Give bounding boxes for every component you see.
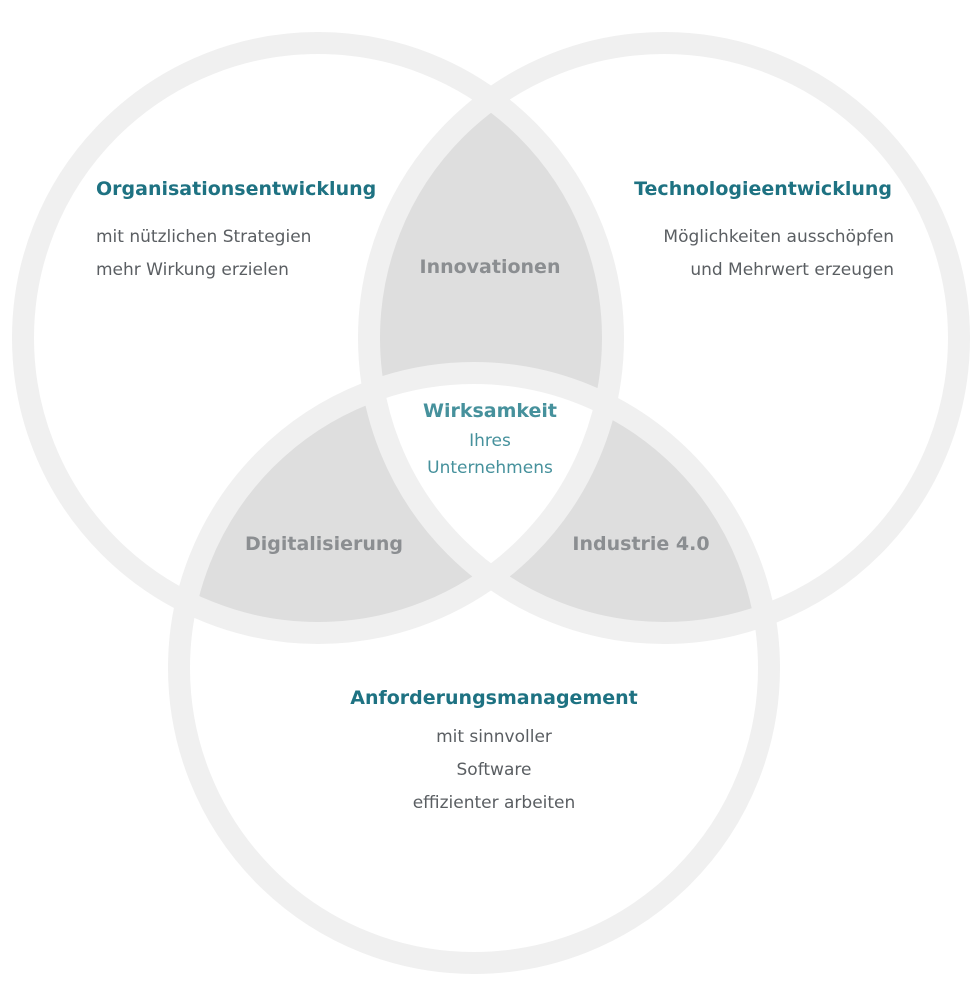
anforderung-description: mit sinnvoller Software effizienter arbe… bbox=[294, 721, 694, 820]
technologie-line-1: Möglichkeiten ausschöpfen bbox=[663, 227, 894, 247]
center-description: Ihres Unternehmens bbox=[390, 428, 590, 482]
organisation-title: Organisationsentwicklung bbox=[96, 178, 377, 200]
anforderung-line-1: mit sinnvoller bbox=[436, 727, 552, 747]
circle-anforderung-ring bbox=[168, 362, 780, 974]
lens-right-industrie bbox=[369, 373, 769, 633]
anforderung-title: Anforderungsmanagement bbox=[350, 687, 638, 709]
center-title: Wirksamkeit bbox=[422, 400, 557, 422]
intersection-digitalisierung: Digitalisierung bbox=[244, 533, 404, 555]
technologie-title: Technologieentwicklung bbox=[634, 178, 892, 200]
circle-technologie-ring bbox=[358, 32, 970, 644]
center-line-1: Ihres bbox=[469, 431, 511, 451]
organisation-description: mit nützlichen Strategien mehr Wirkung e… bbox=[96, 221, 311, 287]
anforderung-line-3: effizienter arbeiten bbox=[412, 793, 576, 813]
technologie-line-2: und Mehrwert erzeugen bbox=[690, 260, 894, 280]
intersection-industrie: Industrie 4.0 bbox=[572, 533, 710, 555]
anforderung-line-2: Software bbox=[456, 760, 532, 780]
lens-left-digitalisierung bbox=[179, 373, 613, 633]
technologie-description: Möglichkeiten ausschöpfen und Mehrwert e… bbox=[663, 221, 894, 287]
organisation-line-2: mehr Wirkung erzielen bbox=[96, 260, 289, 280]
organisation-line-1: mit nützlichen Strategien bbox=[96, 227, 312, 247]
intersection-innovationen: Innovationen bbox=[419, 256, 561, 278]
center-line-2: Unternehmens bbox=[427, 458, 553, 478]
circle-organisation-ring bbox=[12, 32, 624, 644]
